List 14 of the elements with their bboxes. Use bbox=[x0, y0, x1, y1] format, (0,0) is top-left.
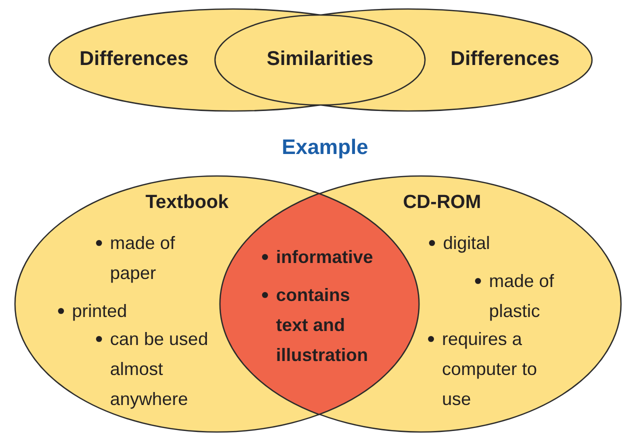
circle-label: Differences bbox=[78, 47, 190, 72]
section-heading: Example bbox=[280, 136, 370, 160]
bullet-item: requires a computer to use bbox=[427, 324, 547, 414]
bullet-item: made of plastic bbox=[474, 266, 574, 326]
circle-heading: Textbook bbox=[144, 191, 230, 215]
bullet-item: can be used almost anywhere bbox=[95, 324, 220, 414]
bullet-item: printed bbox=[57, 296, 167, 326]
circle-heading: CD-ROM bbox=[402, 191, 482, 215]
bullet-item: digital bbox=[428, 228, 538, 258]
bullet-item: made of paper bbox=[95, 228, 210, 288]
circle-label: Similarities bbox=[266, 47, 374, 72]
bullet-item: informative bbox=[261, 242, 391, 272]
bullet-item: contains text and illustration bbox=[261, 280, 386, 370]
circle-label: Differences bbox=[450, 47, 560, 72]
